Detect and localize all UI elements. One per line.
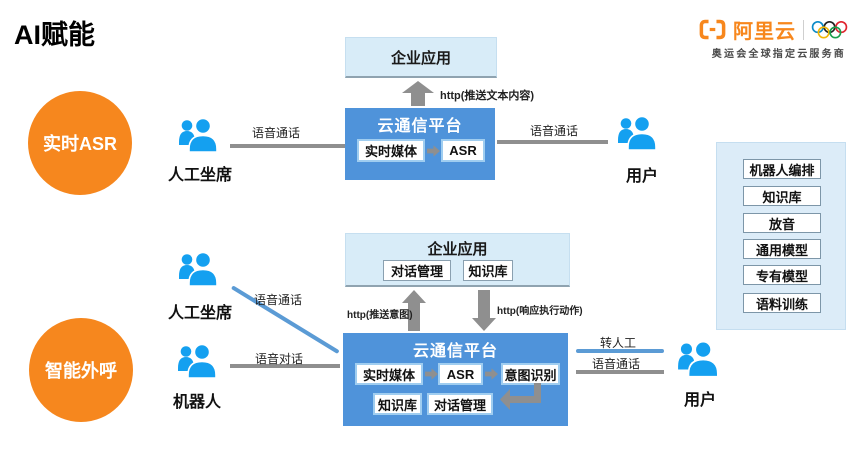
enterprise-app-box-top: 企业应用: [345, 37, 497, 78]
feature-knowledge-base: 知识库: [743, 186, 821, 206]
feature-general-model: 通用模型: [743, 239, 821, 259]
module-realtime-media-bottom: 实时媒体: [355, 363, 423, 385]
flow-arrow-icon: [427, 145, 440, 157]
http-push-intent-label: http(推送意图): [347, 310, 413, 321]
robot-label: 机器人: [172, 394, 221, 411]
module-kb-enterprise: 知识库: [463, 260, 513, 281]
olympic-rings-icon: [811, 19, 848, 41]
module-dialog-mgmt-enterprise: 对话管理: [383, 260, 451, 281]
robot-people-icon: [177, 343, 217, 379]
enterprise-app-title-top: 企业应用: [390, 49, 451, 67]
feature-robot-orchestration: 机器人编排: [743, 159, 821, 179]
flow-arrow-icon: [425, 368, 438, 380]
agent-label: 人工坐席: [167, 167, 232, 184]
voice-call-line-right-label: 语音通话: [530, 124, 579, 138]
enterprise-app-box-bottom: 企业应用 对话管理 知识库: [345, 233, 570, 287]
user-people-icon: [617, 115, 657, 151]
http-response-action-label: http(响应执行动作): [497, 306, 583, 317]
feature-corpus-training: 语料训练: [743, 293, 821, 313]
logo-tagline: 奥运会全球指定云服务商: [711, 49, 846, 60]
module-intent-recognition: 意图识别: [501, 363, 560, 385]
user-voice-call-label: 语音通话: [592, 357, 641, 371]
module-asr-bottom: ASR: [438, 363, 483, 385]
push-text-arrow-icon: [402, 81, 434, 106]
enterprise-app-title-bottom: 企业应用: [427, 241, 488, 258]
feature-playback: 放音: [743, 213, 821, 233]
agent-voice-call-label: 语音通话: [254, 293, 303, 307]
user-voice-call-line: [576, 370, 664, 374]
module-realtime-media-top: 实时媒体: [357, 139, 425, 162]
module-kb-platform: 知识库: [373, 393, 422, 415]
cloud-platform-box-bottom: 云通信平台 实时媒体 ASR 意图识别 知识库 对话管理: [343, 333, 568, 426]
response-action-arrow-icon: [472, 290, 496, 331]
voice-dialog-line-label: 语音对话: [255, 352, 304, 366]
http-push-text-label: http(推送文本内容): [440, 90, 535, 102]
alibaba-cloud-logo: 阿里云: [699, 15, 848, 44]
agent-people-icon-bottom: [178, 251, 218, 287]
user-label-bottom: 用户: [683, 392, 716, 409]
page-title: AI赋能: [14, 20, 95, 50]
voice-call-line-left-label: 语音通话: [252, 126, 301, 140]
alibaba-cloud-bracket-icon: [699, 18, 726, 41]
push-intent-arrow-icon: [402, 290, 426, 331]
user-people-icon-bottom: [677, 340, 719, 378]
cloud-platform-box-top: 云通信平台 实时媒体 ASR: [345, 108, 495, 180]
intent-to-dialog-elbow-arrow-icon: [500, 383, 541, 410]
module-dialog-mgmt-platform: 对话管理: [427, 393, 493, 415]
logo-divider: [803, 19, 804, 40]
voice-call-line-left: [230, 144, 345, 148]
brand-name: 阿里云: [733, 21, 796, 43]
badge-realtime-asr: 实时ASR: [28, 91, 132, 195]
cloud-platform-title-top: 云通信平台: [377, 118, 463, 135]
agent-people-icon: [178, 117, 218, 153]
module-asr-top: ASR: [441, 139, 485, 162]
transfer-to-human-line: [576, 349, 664, 353]
agent-label-bottom: 人工坐席: [167, 305, 232, 322]
user-label: 用户: [625, 168, 658, 185]
badge-smart-outbound: 智能外呼: [29, 318, 133, 422]
voice-dialog-line: [230, 364, 340, 368]
transfer-to-human-label: 转人工: [600, 336, 637, 350]
cloud-platform-title-bottom: 云通信平台: [412, 343, 498, 360]
flow-arrow-icon: [485, 368, 498, 380]
ai-feature-panel: 机器人编排 知识库 放音 通用模型 专有模型 语料训练: [716, 142, 846, 330]
voice-call-line-right: [497, 140, 608, 144]
feature-proprietary-model: 专有模型: [743, 265, 821, 285]
